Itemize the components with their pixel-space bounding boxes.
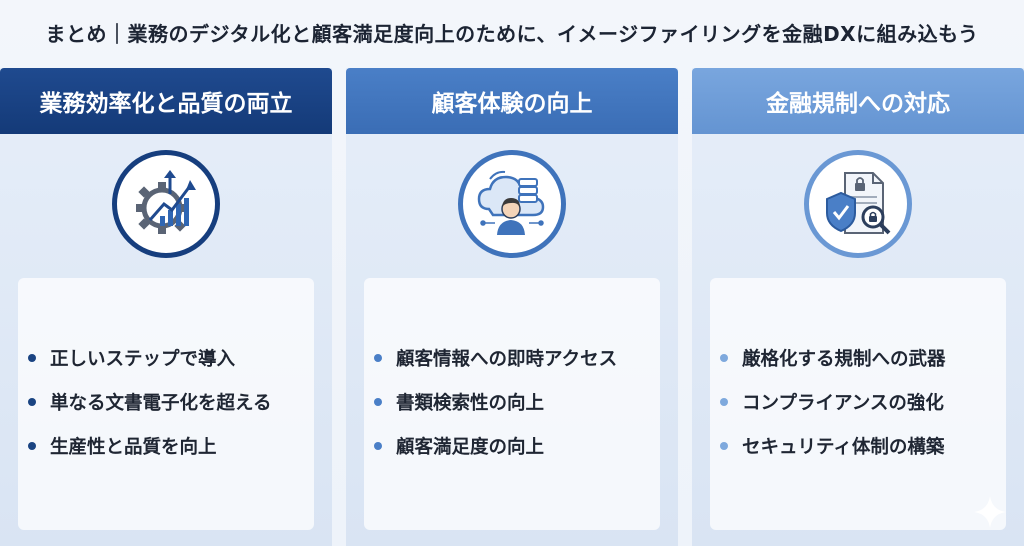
summary-columns: 業務効率化と品質の両立 bbox=[0, 68, 1024, 546]
list-item: 生産性と品質を向上 bbox=[28, 424, 314, 468]
bullet-dot bbox=[374, 442, 382, 450]
list-item: 顧客満足度の向上 bbox=[374, 424, 660, 468]
bullet-dot bbox=[28, 442, 36, 450]
bullet-dot bbox=[28, 398, 36, 406]
column-efficiency: 業務効率化と品質の両立 bbox=[0, 68, 332, 546]
list-item: 書類検索性の向上 bbox=[374, 380, 660, 424]
bullet-dot bbox=[374, 354, 382, 362]
page-title: まとめ｜業務のデジタル化と顧客満足度向上のために、イメージファイリングを金融DX… bbox=[45, 22, 979, 46]
column-heading: 金融規制への対応 bbox=[692, 68, 1024, 134]
bullet-card: 正しいステップで導入 単なる文書電子化を超える 生産性と品質を向上 bbox=[18, 278, 314, 530]
bullet-dot bbox=[720, 398, 728, 406]
column-customer-experience: 顧客体験の向上 bbox=[346, 68, 678, 546]
list-item: セキュリティ体制の構築 bbox=[720, 424, 1006, 468]
column-heading: 顧客体験の向上 bbox=[346, 68, 678, 134]
bullet-card: 顧客情報への即時アクセス 書類検索性の向上 顧客満足度の向上 bbox=[364, 278, 660, 530]
cloud-user-icon bbox=[458, 150, 566, 258]
list-item: 厳格化する規制への武器 bbox=[720, 336, 1006, 380]
list-item: 正しいステップで導入 bbox=[28, 336, 314, 380]
column-heading: 業務効率化と品質の両立 bbox=[0, 68, 332, 134]
sparkle-icon bbox=[974, 496, 1006, 528]
gear-chart-icon bbox=[112, 150, 220, 258]
list-item: 顧客情報への即時アクセス bbox=[374, 336, 660, 380]
bullet-dot bbox=[374, 398, 382, 406]
list-item: 単なる文書電子化を超える bbox=[28, 380, 314, 424]
bullet-card: 厳格化する規制への武器 コンプライアンスの強化 セキュリティ体制の構築 bbox=[710, 278, 1006, 530]
shield-document-icon bbox=[804, 150, 912, 258]
bullet-dot bbox=[28, 354, 36, 362]
bullet-dot bbox=[720, 442, 728, 450]
column-regulation: 金融規制への対応 bbox=[692, 68, 1024, 546]
list-item: コンプライアンスの強化 bbox=[720, 380, 1006, 424]
bullet-dot bbox=[720, 354, 728, 362]
